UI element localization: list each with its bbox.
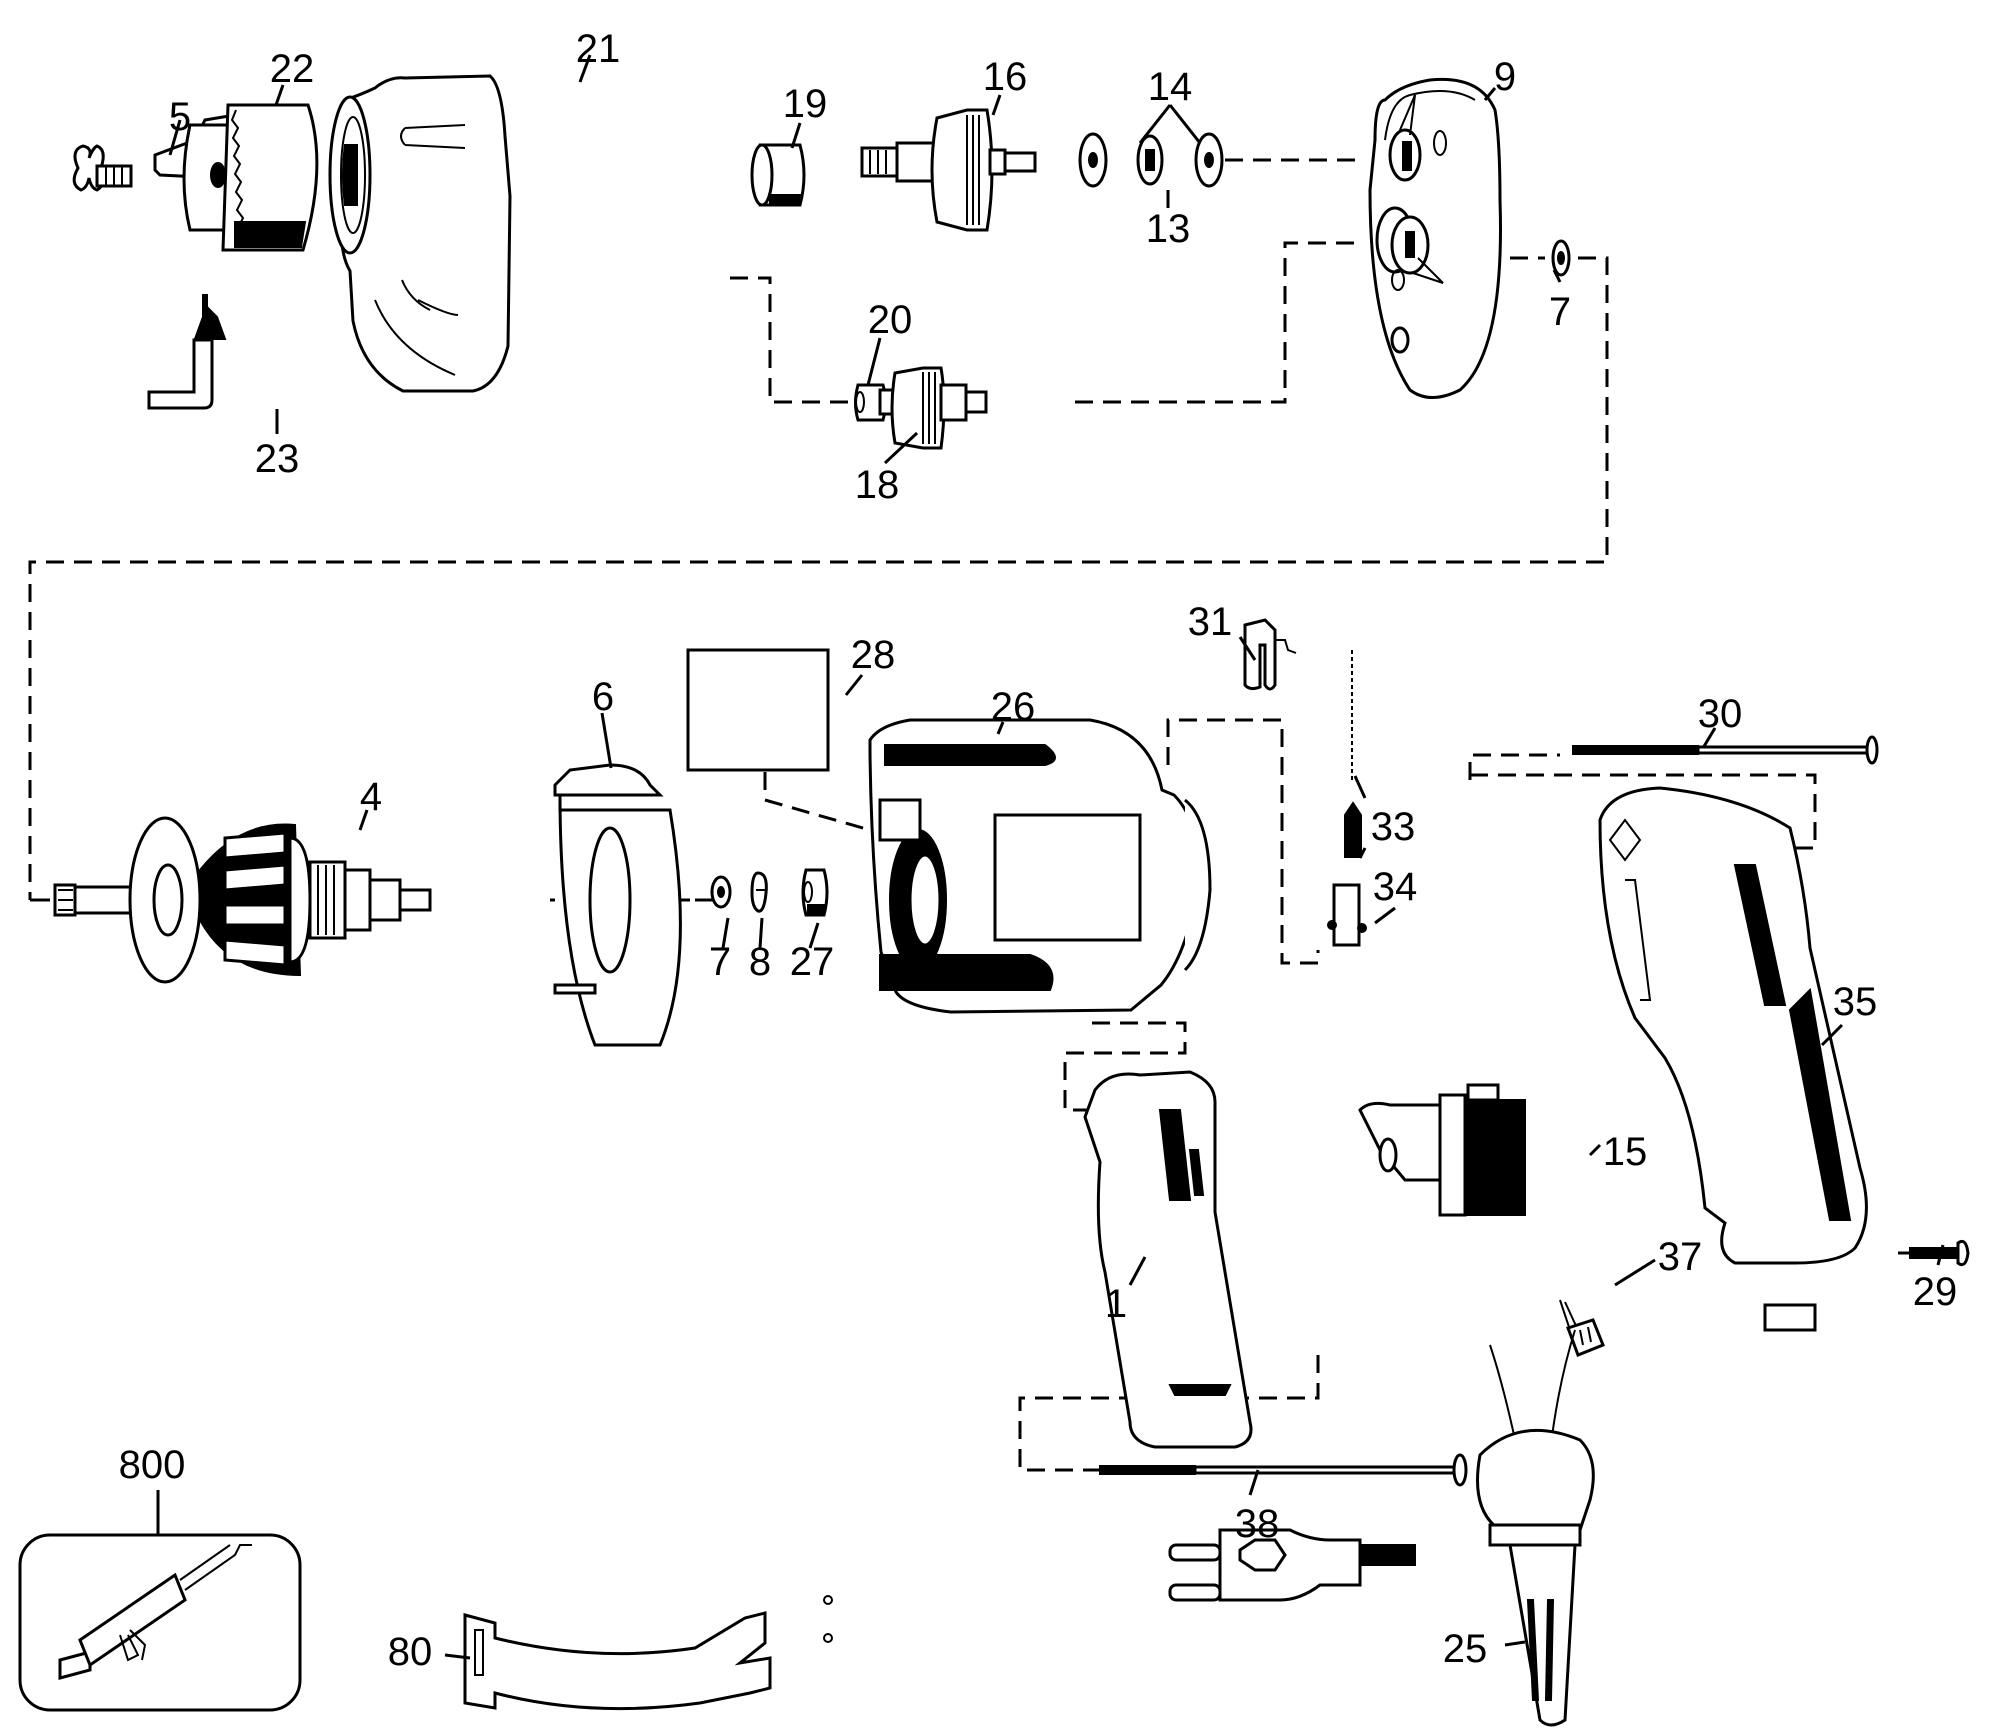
part-15-switch[interactable] [1358, 1083, 1526, 1217]
label-part-800: 800 [119, 1443, 186, 1487]
label-part-7-upper: 7 [1549, 290, 1571, 334]
part-37-wire-nut[interactable] [1559, 1299, 1605, 1357]
part-800-kit[interactable] [18, 1533, 302, 1712]
part-80-strap[interactable] [463, 1595, 833, 1711]
label-part-8: 8 [749, 940, 771, 984]
part-21-gear-housing[interactable] [328, 74, 512, 393]
label-part-16: 16 [983, 55, 1028, 99]
label-part-31: 31 [1188, 600, 1233, 644]
label-part-1: 1 [1105, 1282, 1127, 1326]
part-7-washer-upper[interactable] [1551, 239, 1571, 277]
part-5-screw[interactable] [72, 144, 133, 192]
label-part-7-lower: 7 [709, 940, 731, 984]
label-part-13: 13 [1146, 207, 1191, 251]
part-30-long-screw[interactable] [1572, 735, 1879, 765]
part-16-spindle-gear[interactable] [860, 108, 1037, 232]
part-14-washers[interactable] [1078, 132, 1224, 188]
part-7-washer-lower[interactable] [710, 875, 732, 909]
label-part-5: 5 [169, 95, 191, 139]
part-29-screw[interactable] [1909, 1239, 1970, 1267]
label-part-27: 27 [790, 940, 835, 984]
part-33-brush-spring[interactable] [1344, 650, 1362, 858]
label-part-34: 34 [1373, 865, 1418, 909]
part-9-gear-case-cover[interactable] [1368, 77, 1502, 399]
leader-lines [156, 54, 1945, 1660]
label-part-28: 28 [851, 633, 896, 677]
label-part-15: 15 [1603, 1130, 1648, 1174]
label-part-22: 22 [270, 47, 315, 91]
part-38-long-screw[interactable] [1099, 1453, 1468, 1487]
label-part-9: 9 [1494, 55, 1516, 99]
label-part-25: 25 [1443, 1627, 1488, 1671]
label-part-19: 19 [783, 82, 828, 126]
label-part-14: 14 [1148, 65, 1193, 109]
part-19-bushing[interactable] [750, 143, 806, 207]
part-22-chuck[interactable] [153, 103, 319, 252]
label-part-23: 23 [255, 437, 300, 481]
part-27-bearing[interactable] [801, 868, 829, 917]
label-part-38: 38 [1235, 1502, 1280, 1546]
assembly-lines [28, 158, 1910, 1472]
label-part-21: 21 [576, 27, 621, 71]
label-part-37: 37 [1658, 1235, 1703, 1279]
part-6-baffle[interactable] [553, 763, 682, 1047]
label-part-33: 33 [1371, 805, 1416, 849]
part-31-brush-clip[interactable] [1243, 618, 1297, 691]
label-part-35: 35 [1833, 980, 1878, 1024]
label-part-20: 20 [868, 298, 913, 342]
part-34-brush-holder[interactable] [1327, 883, 1367, 947]
label-part-26: 26 [991, 685, 1036, 729]
label-part-18: 18 [855, 463, 900, 507]
plug[interactable] [1168, 1528, 1416, 1602]
label-part-80: 80 [388, 1630, 433, 1674]
part-8-retaining-clip[interactable] [750, 871, 768, 913]
label-part-29: 29 [1913, 1270, 1958, 1314]
part-28-nameplate[interactable] [686, 648, 830, 772]
part-18-intermediate-gear[interactable] [878, 366, 988, 450]
part-1-handle-half[interactable] [1083, 1070, 1253, 1449]
part-26-motor-housing[interactable] [868, 718, 1212, 1014]
part-25-cord-protector[interactable] [1476, 1329, 1595, 1727]
label-part-4: 4 [360, 775, 382, 819]
part-labels: 5 22 21 19 16 14 13 9 7 23 20 18 4 6 28 … [119, 27, 1958, 1674]
part-13-retaining-ring[interactable] [1136, 134, 1164, 186]
part-23-chuck-key[interactable] [147, 294, 227, 410]
label-part-6: 6 [592, 675, 614, 719]
part-35-handle-half[interactable] [1598, 786, 1868, 1332]
label-part-30: 30 [1698, 692, 1743, 736]
part-4-armature[interactable] [53, 816, 432, 984]
